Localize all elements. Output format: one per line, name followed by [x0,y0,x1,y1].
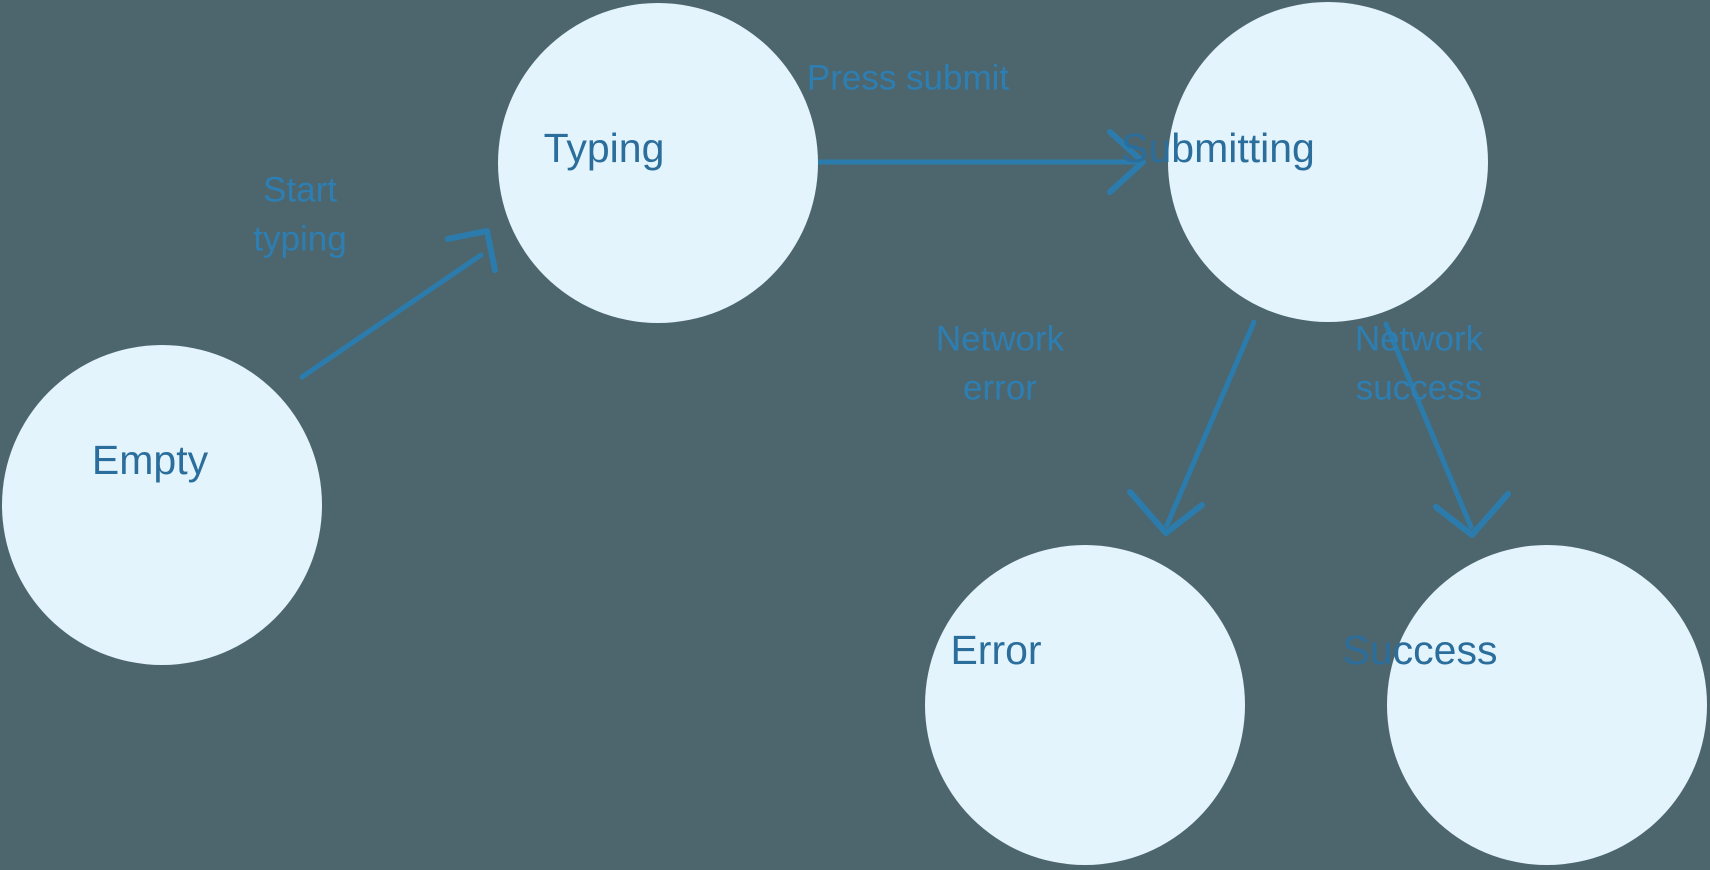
arrowhead-submitting-to-error [1127,489,1205,536]
edge-label-empty-to-typing-line1: Start [263,170,337,209]
state-node-submitting-circle [1168,2,1488,322]
edge-line-submitting-to-success [1383,321,1474,530]
edge-label-submitting-to-error-line2: error [963,368,1037,407]
state-node-error-label: Error [950,627,1041,673]
state-node-empty[interactable]: Empty [2,345,322,665]
state-node-typing-label: Typing [544,125,665,171]
state-node-success-label: Success [1343,627,1498,673]
edge-line-submitting-to-error [1164,319,1257,528]
state-node-typing[interactable]: Typing [498,3,818,323]
edge-typing-to-submitting[interactable]: Press submit [764,58,1146,195]
state-node-success-circle [1387,545,1707,865]
edge-line-empty-to-typing [299,252,484,380]
edge-label-empty-to-typing-line2: typing [253,219,346,258]
edge-label-submitting-to-error-line1: Network [936,319,1065,358]
edge-label-submitting-to-success-line1: Network [1355,319,1484,358]
state-node-error-circle [925,545,1245,865]
arrowhead-typing-to-submitting [1107,129,1146,195]
edge-empty-to-typing[interactable]: Start typing [253,170,498,380]
arrowhead-empty-to-typing [444,228,498,274]
state-node-submitting-label: Submitting [1121,125,1315,171]
state-node-success[interactable]: Success [1343,545,1707,865]
edge-label-typing-to-submitting-line1: Press submit [807,58,1010,97]
edge-label-submitting-to-success-line2: success [1356,368,1482,407]
edge-submitting-to-error[interactable]: Network error [936,319,1257,536]
state-node-empty-label: Empty [92,437,209,483]
state-node-typing-circle [498,3,818,323]
state-node-submitting[interactable]: Submitting [1121,2,1488,322]
edge-submitting-to-success[interactable]: Network success [1355,319,1511,538]
state-node-empty-circle [2,345,322,665]
arrowhead-submitting-to-success [1433,491,1511,538]
state-node-error[interactable]: Error [925,545,1245,865]
